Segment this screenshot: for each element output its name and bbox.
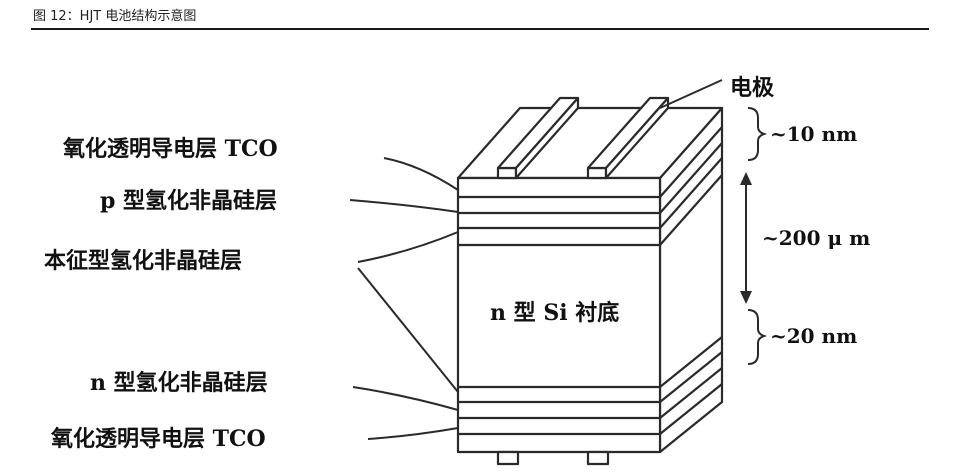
p-layer-label: p 型氢化非晶硅层 <box>100 188 277 214</box>
brace-top <box>747 107 768 161</box>
bottom-electrode-2 <box>586 450 610 466</box>
tco-top-label: 氧化透明导电层 TCO <box>62 136 278 162</box>
cell-thickness-label: ~200 μ m <box>762 226 870 250</box>
tco-bottom-leader <box>367 427 459 440</box>
caption-divider <box>31 28 929 30</box>
top-electrode-2 <box>586 96 670 180</box>
intrinsic-leader-2 <box>357 267 459 393</box>
brace-bottom <box>747 309 768 365</box>
tco-bottom-label: 氧化透明导电层 TCO <box>50 426 266 452</box>
bottom-thickness-label: ~20 nm <box>770 324 857 348</box>
figure-caption: 图 12：HJT 电池结构示意图 <box>33 9 197 24</box>
bottom-electrode-1 <box>496 450 520 466</box>
substrate-label: n 型 Si 衬底 <box>490 300 619 326</box>
tco-top-leader <box>383 157 459 191</box>
electrode-label: 电极 <box>730 75 775 101</box>
intrinsic-leader-1 <box>357 231 459 263</box>
p-layer-leader <box>349 199 459 213</box>
n-layer-leader <box>352 386 459 411</box>
top-electrode-1 <box>496 96 580 180</box>
top-thickness-label: ~10 nm <box>770 122 857 146</box>
cell-front-face <box>456 176 662 454</box>
intrinsic-layer-label: 本征型氢化非晶硅层 <box>44 248 242 274</box>
electrode-leader <box>659 79 723 109</box>
n-layer-label: n 型氢化非晶硅层 <box>90 370 268 396</box>
